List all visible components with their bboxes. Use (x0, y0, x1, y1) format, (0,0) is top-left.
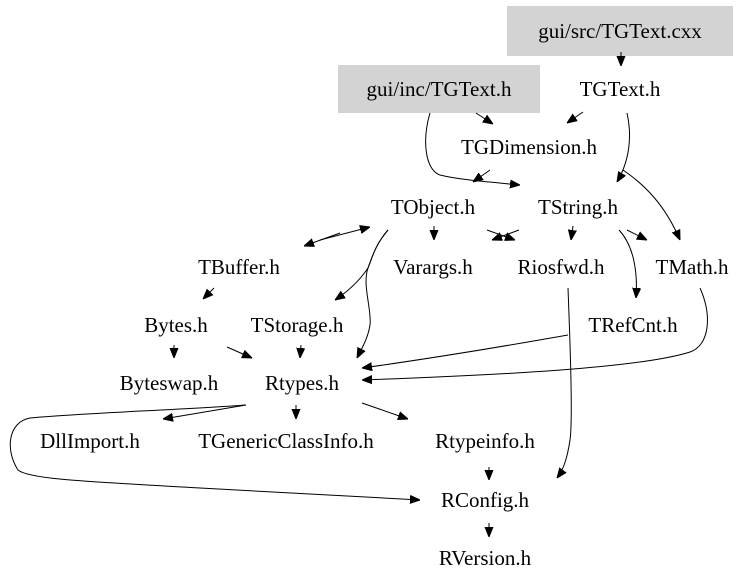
edge-rtypes-h-to-rconfig-h (9, 404, 420, 500)
edge-rtypes-h-to-dllimport-h (163, 404, 247, 419)
node-rtypes-h[interactable]: Rtypes.h (265, 371, 340, 395)
node-tgenericclassinfo-h[interactable]: TGenericClassInfo.h (198, 429, 374, 453)
node-trefcnt-h[interactable]: TRefCnt.h (588, 313, 678, 337)
edge-tobject-h-to-rtypes-h (357, 229, 389, 358)
edge-tstring-h-to-tmath-h (626, 229, 647, 240)
edge-tbuffer-h-to-bytes-h (203, 287, 215, 299)
node-tgtext-cxx[interactable]: gui/src/TGText.cxx (538, 19, 702, 43)
edge-trefcnt-h-to-rtypes-h (362, 334, 569, 368)
edge-tstring-h-to-trefcnt-h (618, 229, 636, 298)
node-tstring-h[interactable]: TString.h (538, 195, 618, 219)
edge-tbuffer-h-to-tobject-h (319, 227, 370, 241)
edge-tstorage-h-to-rtypes-h (300, 344, 301, 358)
node-box-gui-inc-tgtext-h[interactable] (338, 65, 540, 113)
node-tobject-h[interactable]: TObject.h (391, 195, 476, 219)
node-varargs-h[interactable]: Varargs.h (393, 255, 473, 279)
node-rtypeinfo-h[interactable]: Rtypeinfo.h (435, 429, 535, 453)
node-tstorage-h[interactable]: TStorage.h (251, 313, 344, 337)
edge-gui-inc-tgtext-h-to-tgdimension-h (475, 112, 493, 124)
node-gui-inc-tgtext-h[interactable]: gui/inc/TGText.h (367, 77, 512, 101)
edge-tstring-h-to-riosfwd-h (492, 229, 520, 240)
node-tbuffer-h[interactable]: TBuffer.h (198, 255, 280, 279)
edge-gui-inc-tgtext-h-to-tstring-h (425, 112, 520, 185)
edge-tmath-h-to-rtypes-h (362, 287, 708, 380)
edge-tstring-h-to-riosfwd-h-arrow (571, 225, 573, 240)
edge-rtypes-h-to-rtypeinfo-h (361, 402, 408, 419)
edge-tgtext-h-to-tstring-h (617, 112, 631, 182)
edge-riosfwd-h-to-rconfig-h (557, 287, 572, 478)
edge-bytes-h-to-rtypes-h (226, 346, 252, 358)
edge-tobject-h-to-riosfwd-h (486, 229, 515, 240)
edge-tgdimension-h-to-tobject-h (473, 169, 491, 182)
edge-tgtext-h-to-tmath-h (622, 169, 680, 240)
node-rversion-h[interactable]: RVersion.h (439, 546, 532, 570)
node-rconfig-h[interactable]: RConfig.h (441, 488, 530, 512)
edges (9, 52, 708, 537)
node-tmath-h[interactable]: TMath.h (656, 255, 729, 279)
node-riosfwd-h[interactable]: Riosfwd.h (518, 255, 605, 279)
node-byteswap-h[interactable]: Byteswap.h (120, 371, 219, 395)
node-tgtext-h[interactable]: TGText.h (580, 77, 661, 101)
node-bytes-h[interactable]: Bytes.h (144, 313, 208, 337)
node-dllimport-h[interactable]: DllImport.h (40, 429, 140, 453)
node-box-tgtext-cxx[interactable] (507, 6, 733, 56)
nodes: gui/src/TGText.cxx gui/inc/TGText.h TGTe… (40, 19, 729, 570)
edge-tgtext-h-to-tgdimension-h (567, 111, 584, 123)
node-tgdimension-h[interactable]: TGDimension.h (461, 135, 597, 159)
